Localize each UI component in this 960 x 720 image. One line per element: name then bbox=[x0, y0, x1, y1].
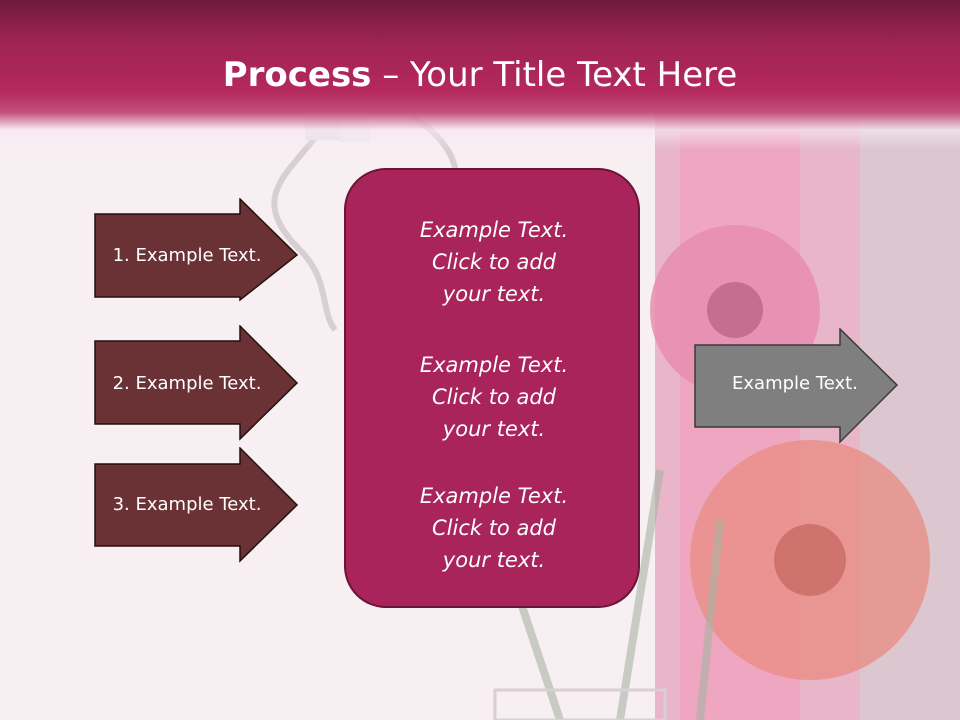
center-block-2-line1: Example Text. bbox=[419, 353, 569, 377]
center-block-3-line2: Click to add bbox=[431, 516, 556, 540]
center-block-1-line2: Click to add bbox=[431, 250, 556, 274]
step-label-2: 2. Example Text. bbox=[112, 373, 262, 394]
step-label-3: 3. Example Text. bbox=[112, 494, 262, 515]
step-arrow-3[interactable] bbox=[94, 447, 300, 565]
center-block-3-line1: Example Text. bbox=[419, 484, 569, 508]
center-block-2-line3: your text. bbox=[442, 417, 546, 441]
center-block-1: Example Text. Click to add your text. bbox=[346, 214, 642, 310]
center-block-1-line1: Example Text. bbox=[419, 218, 569, 242]
center-block-1-line3: your text. bbox=[442, 282, 546, 306]
output-arrow-label: Example Text. bbox=[732, 373, 858, 394]
step-arrow-1[interactable] bbox=[94, 198, 300, 302]
center-block-3: Example Text. Click to add your text. bbox=[346, 480, 642, 576]
center-block-2: Example Text. Click to add your text. bbox=[346, 349, 642, 445]
title-rest-part: – Your Title Text Here bbox=[371, 55, 738, 95]
title-bold-part: Process bbox=[222, 55, 372, 95]
center-text-box[interactable]: Example Text. Click to add your text. Ex… bbox=[344, 168, 640, 608]
slide-title[interactable]: Process – Your Title Text Here bbox=[0, 52, 960, 98]
output-arrow[interactable] bbox=[694, 328, 900, 444]
title-band bbox=[0, 0, 960, 150]
step-label-1: 1. Example Text. bbox=[112, 245, 262, 266]
center-block-2-line2: Click to add bbox=[431, 385, 556, 409]
center-block-3-line3: your text. bbox=[442, 548, 546, 572]
step-arrow-2[interactable] bbox=[94, 325, 300, 441]
